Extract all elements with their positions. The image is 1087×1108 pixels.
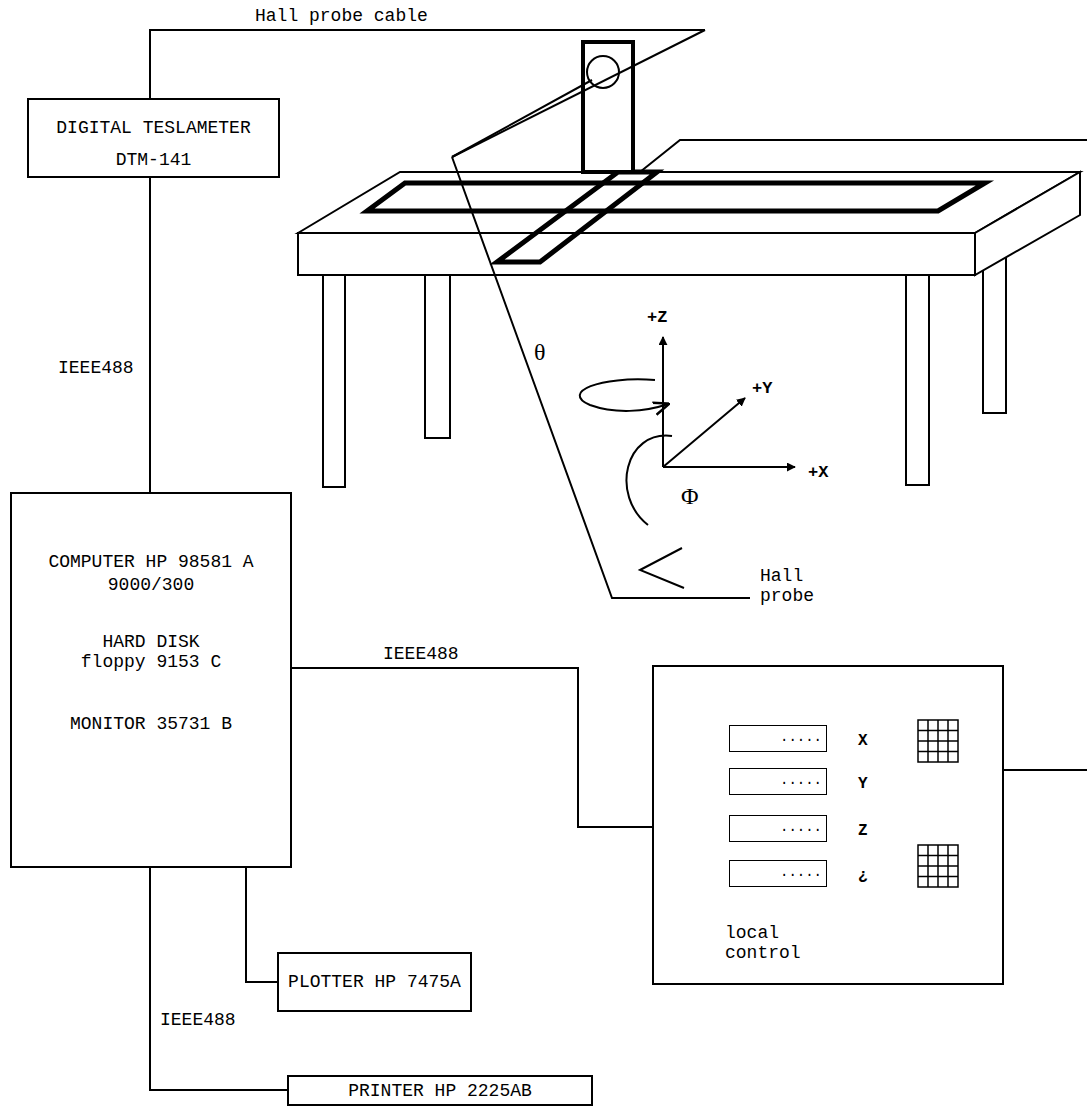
node-sublabel: DTM-141 — [29, 150, 278, 170]
bus-cable — [150, 868, 287, 1090]
angle-label: Φ — [681, 482, 699, 510]
axis-y — [663, 398, 745, 467]
axis-label: +Y — [752, 378, 772, 399]
node-label: DIGITAL TESLAMETER — [29, 118, 278, 138]
axis-x — [663, 466, 795, 468]
node-sublabel: HARD DISK — [12, 632, 290, 652]
bus-label: IEEE488 — [58, 358, 134, 378]
node-label: local control — [725, 923, 806, 963]
node-sublabel: Y — [858, 775, 868, 793]
node-label: ..... — [780, 729, 822, 745]
control-cable — [1004, 769, 1087, 771]
node-sublabel: Z — [858, 822, 868, 840]
probe-label: Hall probe — [760, 566, 819, 606]
node-label: ..... — [780, 772, 822, 788]
table-leg — [425, 275, 450, 438]
node-sublabel: X — [858, 732, 868, 750]
theta-rotation — [580, 379, 668, 411]
table-leg — [906, 275, 929, 485]
table-side — [975, 172, 1080, 275]
node-label: ..... — [780, 864, 822, 880]
keypad — [918, 845, 958, 887]
node-sublabel: floppy 9153 C — [12, 652, 290, 672]
table-front — [298, 233, 975, 275]
cross-bar — [497, 172, 657, 262]
instrument-box: DIGITAL TESLAMETER DTM-141 — [27, 98, 280, 178]
axis-label: +Z — [647, 307, 667, 328]
table-top — [298, 172, 1080, 233]
bus-cable — [149, 178, 151, 492]
keypad — [918, 720, 958, 762]
node-label: COMPUTER HP 98581 A — [12, 552, 290, 572]
rail-line — [640, 140, 1087, 172]
axis-label: +X — [808, 462, 828, 483]
bus-label: IEEE488 — [160, 1010, 236, 1030]
node-label: PRINTER HP 2225AB — [289, 1081, 591, 1101]
rail-frame — [367, 183, 985, 211]
phi-arrowhead — [640, 548, 684, 588]
gantry — [583, 42, 633, 172]
node-sublabel: MONITOR 35731 B — [12, 714, 290, 734]
node-sublabel: ¿ — [858, 867, 868, 885]
node-label: PLOTTER HP 7475A — [279, 972, 470, 992]
bus-cable — [246, 868, 277, 982]
probe-arm — [452, 80, 592, 157]
bus-cable — [292, 668, 652, 827]
node-sublabel: 9000/300 — [12, 575, 290, 595]
control-panel: local control.....X.....Y.....Z.....¿ — [652, 665, 1004, 985]
computer-box: COMPUTER HP 98581 A 9000/300HARD DISKflop… — [10, 492, 292, 868]
display-window: .....¿ — [729, 860, 827, 887]
printer-box: PRINTER HP 2225AB — [287, 1075, 593, 1106]
display-window: .....Y — [729, 768, 827, 795]
probe-arm — [452, 30, 705, 157]
display-window: .....X — [729, 725, 827, 752]
bus-label: IEEE488 — [383, 644, 459, 664]
leader-line — [452, 157, 750, 598]
cable-label: Hall probe cable — [255, 6, 428, 26]
axis-z — [662, 337, 664, 467]
gantry-wheel — [587, 56, 619, 88]
phi-rotation — [626, 436, 672, 525]
node-label: ..... — [780, 819, 822, 835]
table-leg — [323, 275, 345, 487]
plotter-box: PLOTTER HP 7475A — [277, 952, 472, 1012]
table-leg — [983, 250, 1006, 413]
angle-label: θ — [534, 338, 546, 366]
display-window: .....Z — [729, 815, 827, 842]
